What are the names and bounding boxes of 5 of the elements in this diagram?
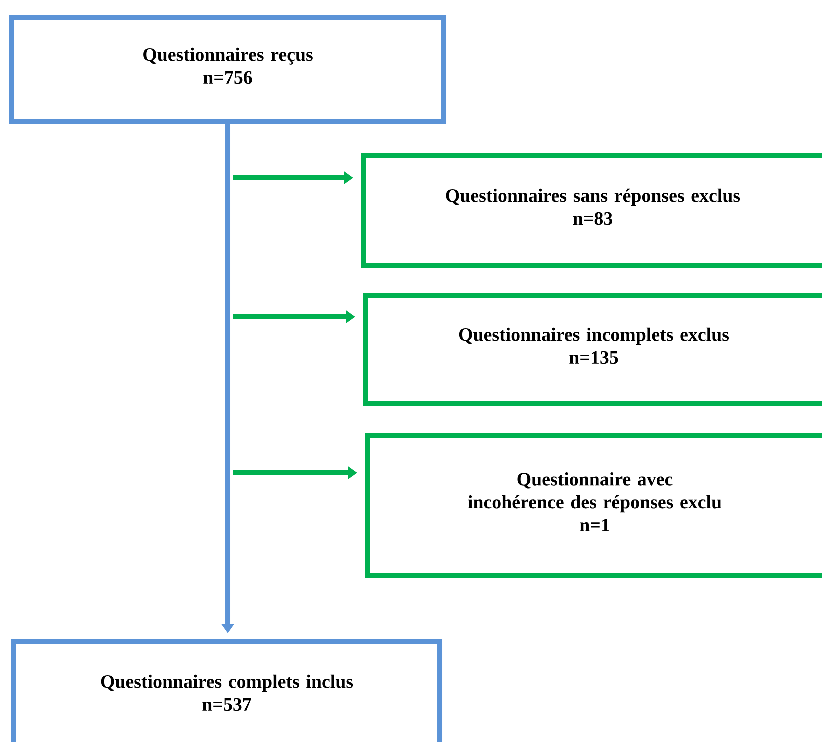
process-box: Questionnaires incomplets exclus n=135 — [364, 294, 822, 406]
process-box: Questionnaires complets inclus n=537 — [12, 640, 442, 742]
process-box: Questionnaires sans réponses exclus n=83 — [362, 154, 822, 268]
process-box: Questionnaires reçus n=756 — [10, 16, 446, 124]
process-box: Questionnaire avec incohérence des réponses exclu n=1 — [366, 434, 822, 578]
